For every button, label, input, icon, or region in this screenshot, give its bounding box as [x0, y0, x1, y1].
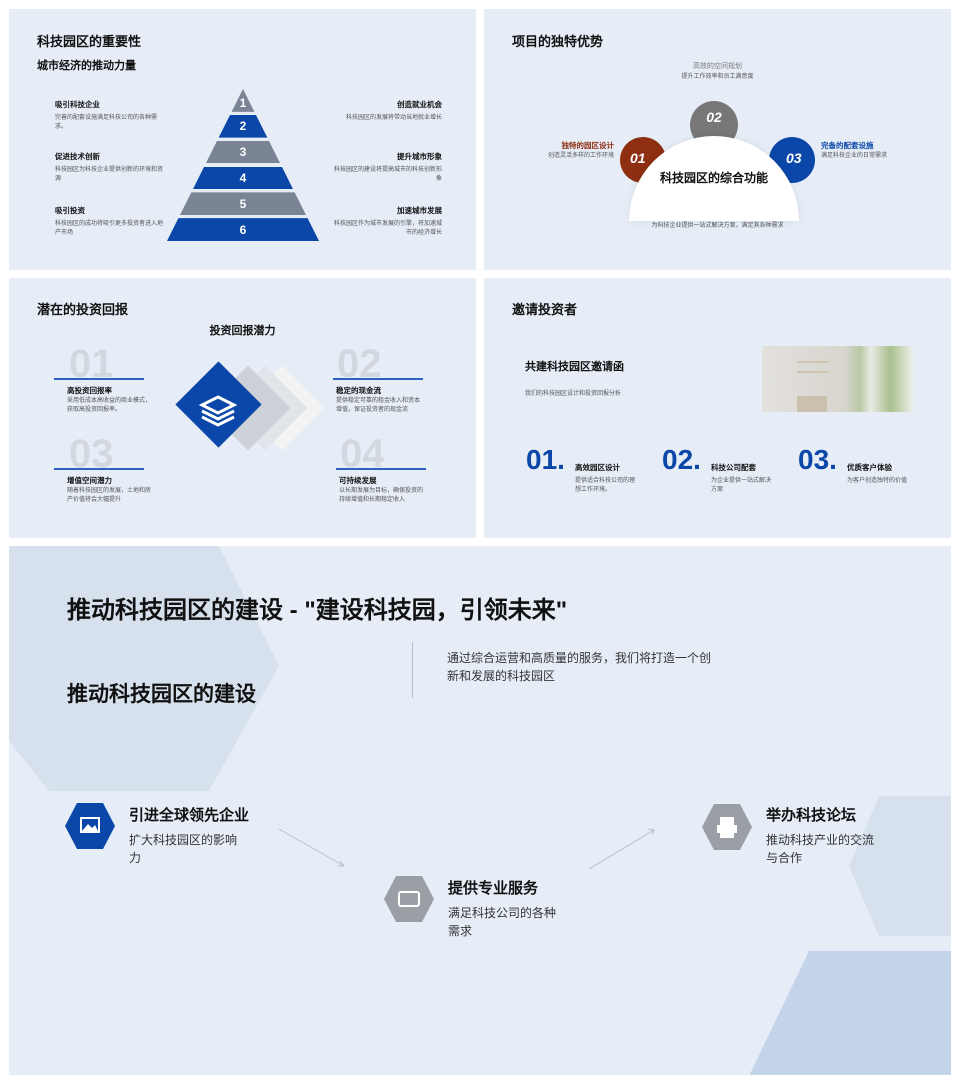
slide-title: 邀请投资者 [512, 302, 578, 317]
item-desc: 完善的配套设施满足科技公司的各种需求。 [55, 115, 158, 130]
item-desc: 为客户创造独特的价值 [847, 478, 908, 484]
item-number: 03 [69, 432, 114, 476]
item-title: 创造就业机会 [397, 100, 442, 109]
item-number: 02. [662, 444, 701, 475]
slide-title: 科技园区的重要性 [37, 34, 142, 49]
item-number: 02 [337, 342, 382, 386]
item-title: 完备的配套设施 [821, 141, 874, 150]
left-items: 吸引科技企业完善的配套设施满足科技公司的各种需求。 促进技术创新科技园区为科技企… [55, 99, 165, 238]
slide-returns: 潜在的投资回报 投资回报潜力 01 高投资回报率 采用低成本高收益的商业模式，获… [9, 278, 476, 538]
item-title: 高效园区设计 [575, 463, 620, 472]
image-icon [65, 803, 115, 849]
item-title: 举办科技论坛 [766, 807, 857, 824]
item-title: 稳定的现金流 [336, 386, 381, 395]
layers-icon [198, 395, 238, 427]
item-number: 01 [69, 342, 114, 386]
item-desc: 创造灵活多样的工作环境 [547, 153, 614, 159]
item-title: 高效的空间规划 [693, 63, 742, 70]
printer-icon [702, 804, 752, 850]
item-desc: 随着科技园区的发展，土地和房产价值将会大幅提升 [67, 488, 152, 503]
item-number: 04 [340, 432, 385, 476]
background-hexagons [9, 546, 951, 1075]
slide-subtitle: 城市经济的推动力量 [37, 60, 136, 72]
slide-subtitle: 推动科技园区的建设 [67, 683, 256, 706]
item-01: 01 高投资回报率 采用低成本高收益的商业模式，获取高投资回报率。 [49, 342, 151, 413]
flow-arrows [278, 828, 655, 870]
slide-title: 推动科技园区的建设 - "建设科技园，引领未来" [67, 597, 568, 624]
item-desc: 推动科技产业的交流与合作 [766, 833, 875, 865]
item-title: 提升城市形象 [397, 152, 442, 161]
item-desc: 以长期发展为目标，确保投资的持续增值和长期稳定收入 [339, 488, 424, 503]
bottom-desc: 为科技企业提供一站式解决方案，满足其各种需求 [651, 223, 784, 229]
pyramid-level-2: 2 [218, 114, 268, 138]
item-title: 科技公司配套 [711, 463, 756, 472]
item-number: 01. [526, 444, 565, 475]
item-title: 加速城市发展 [397, 206, 442, 215]
divider [333, 378, 423, 380]
pyramid-level-5: 5 [179, 192, 307, 216]
item-desc: 科技园区的成功将吸引更多投资者进入地产市场 [55, 221, 164, 236]
right-items: 创造就业机会科技园区的发展将带动当地就业增长 提升城市形象科技园区的建设将提高城… [332, 99, 442, 238]
item-number: 03. [798, 444, 837, 475]
item-title: 吸引投资 [55, 206, 85, 215]
slide-title: 潜在的投资回报 [37, 302, 129, 317]
item-desc: 提供稳定可靠的租金收入和资本增值，保证投资者的现金流 [336, 398, 421, 413]
item-desc: 扩大科技园区的影响力 [129, 833, 238, 865]
divider [336, 468, 426, 470]
item-desc: 科技园区的建设将提高城市的科技创新形象 [333, 167, 442, 182]
slide-subtitle: 投资回报潜力 [209, 325, 276, 337]
item-desc: 采用低成本高收益的商业模式，获取高投资回报率。 [67, 398, 152, 413]
sofa-icon [384, 876, 434, 922]
slide-desc: 通过综合运营和高质量的服务，我们将打造一个创新和发展的科技园区 [447, 651, 712, 683]
item-title: 引进全球领先企业 [129, 807, 250, 824]
item-title: 促进技术创新 [55, 152, 100, 161]
item-desc: 科技园区的发展将带动当地就业增长 [345, 115, 442, 121]
invite-heading: 共建科技园区邀请函 [525, 361, 624, 373]
item-title: 可持续发展 [339, 476, 377, 485]
divider [54, 468, 144, 470]
slide-title: 项目的独特优势 [512, 34, 604, 49]
item-desc: 科技园区作为城市发展的引擎，将加速城市的经济增长 [333, 221, 442, 236]
slide-importance: 科技园区的重要性 城市经济的推动力量 吸引科技企业完善的配套设施满足科技公司的各… [9, 9, 476, 270]
item-desc: 提升工作效率和员工满意度 [681, 74, 754, 80]
divider [412, 642, 413, 698]
item-desc: 为企业提供一站式解决方案 [711, 478, 772, 493]
item-desc: 提供适合科技公司的理想工作环境。 [575, 478, 636, 493]
pyramid-level-1: 1 [231, 89, 255, 112]
item-title: 优质客户体验 [847, 463, 892, 472]
divider [54, 378, 144, 380]
slide-construction: 推动科技园区的建设 - "建设科技园，引领未来" 推动科技园区的建设 通过综合运… [9, 546, 951, 1075]
item-title: 吸引科技企业 [55, 100, 100, 109]
item-title: 独特的园区设计 [561, 141, 615, 150]
item-title: 增值空间潜力 [67, 476, 112, 485]
pyramid-level-3: 3 [205, 140, 281, 164]
slide-invite: 邀请投资者 共建科技园区邀请函 我们的科技园区设计和投资回报分析 01. 高效园… [484, 278, 951, 538]
item-desc: 科技园区为科技企业提供创新的环境和资源 [55, 167, 164, 182]
pyramid-level-6: 6 [167, 218, 319, 241]
item-desc: 满足科技企业的日常需求 [821, 153, 888, 159]
item-title: 高投资回报率 [67, 386, 112, 395]
item-desc: 满足科技公司的各种需求 [448, 906, 557, 938]
office-photo [762, 346, 913, 412]
slide-advantages: 项目的独特优势 高效的空间规划 提升工作效率和员工满意度 02 01 03 科技… [484, 9, 951, 270]
invite-desc: 我们的科技园区设计和投资回报分析 [525, 391, 622, 397]
pyramid-level-4: 4 [192, 166, 294, 190]
item-title: 提供专业服务 [448, 880, 539, 897]
